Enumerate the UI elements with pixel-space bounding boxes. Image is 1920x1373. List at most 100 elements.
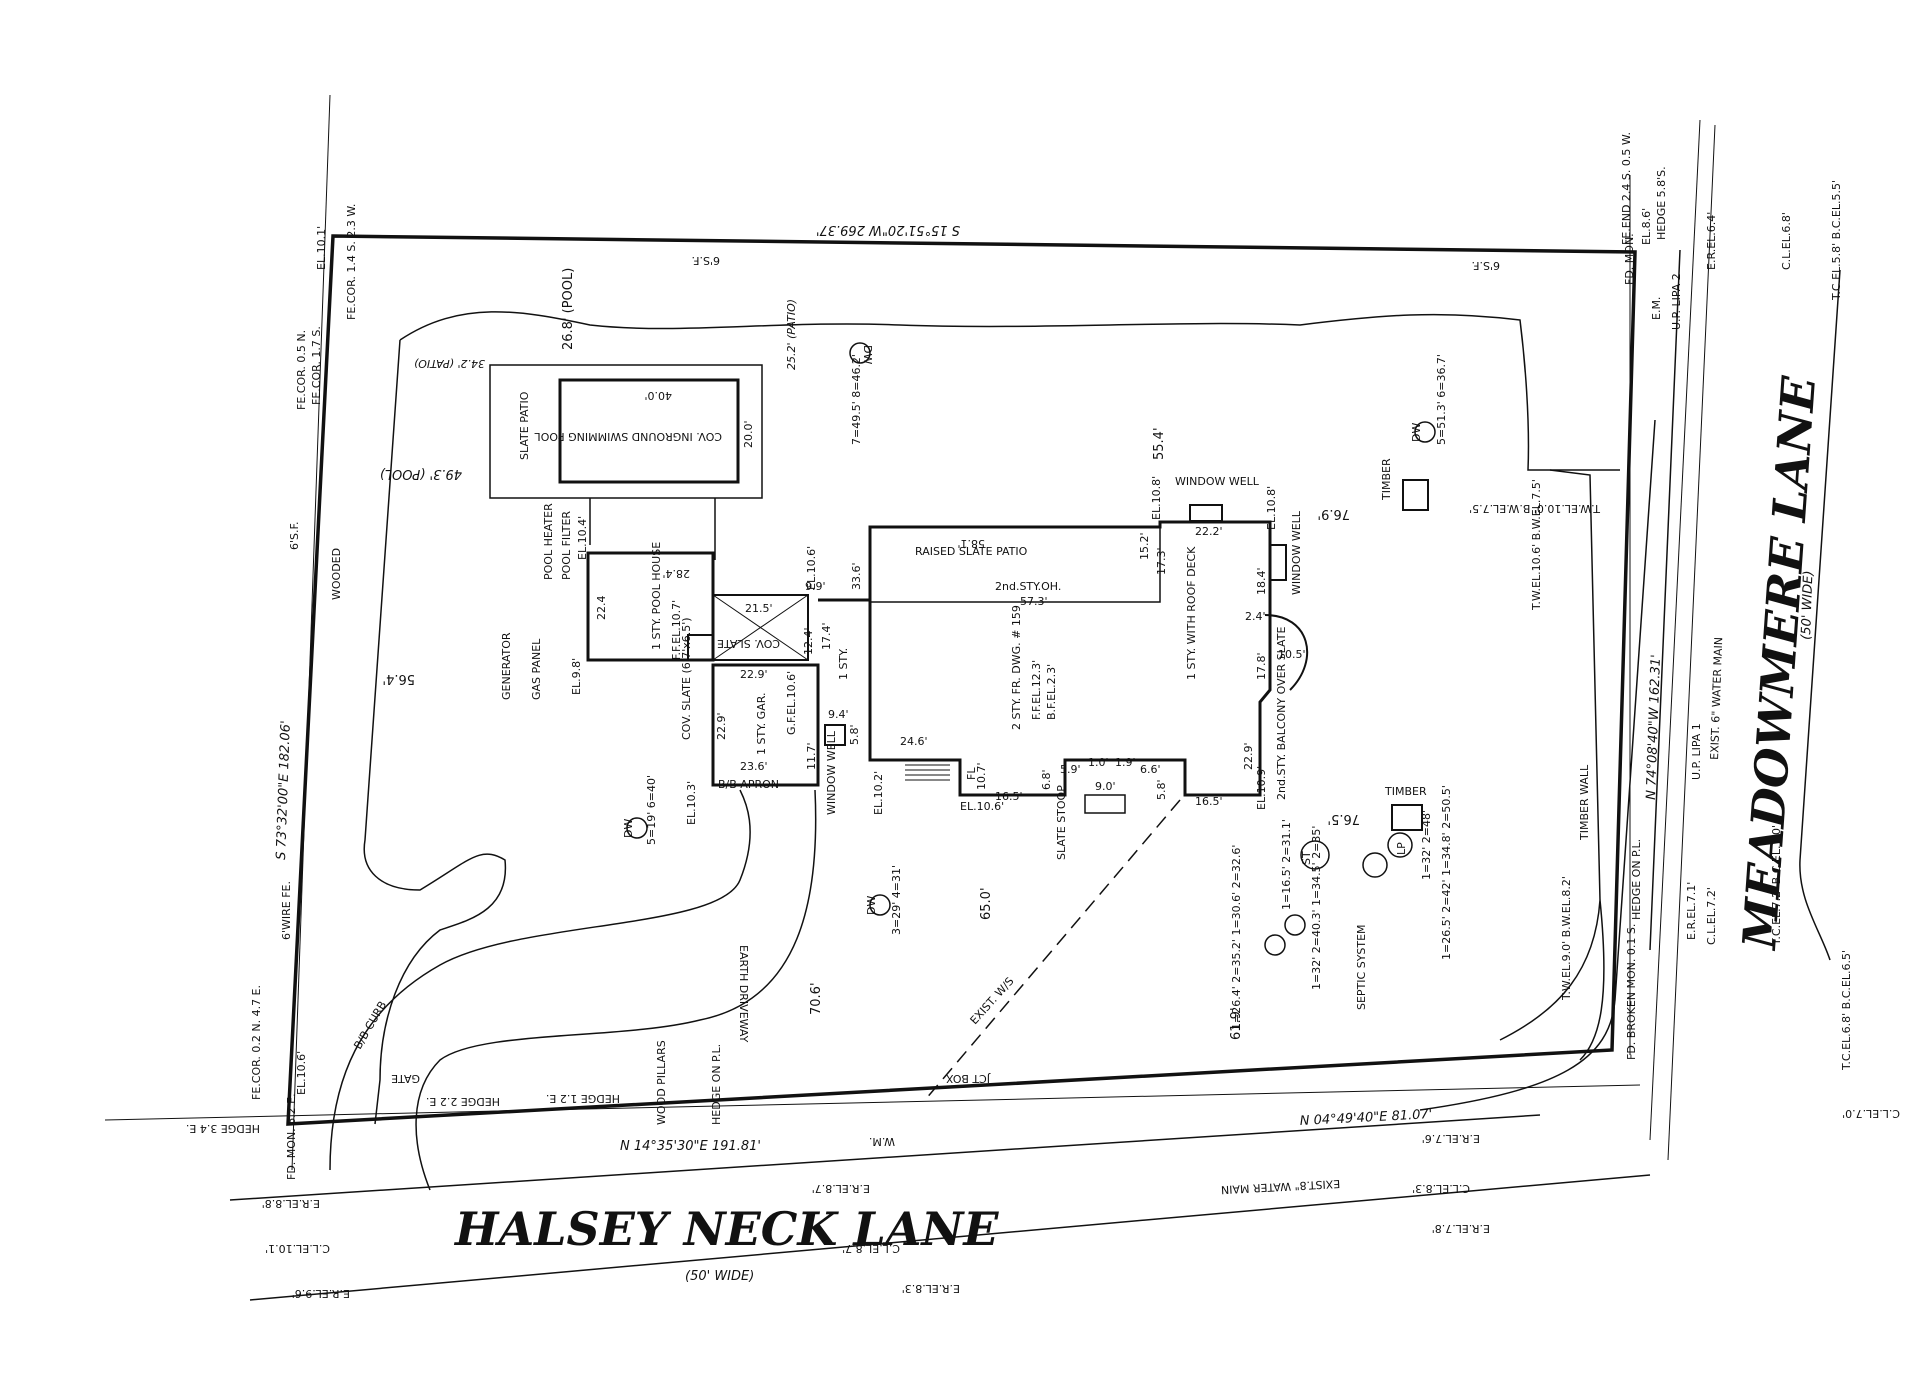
main-house-outline (818, 520, 1272, 797)
lp-vals-2: 1=32' 2=40.3' 1=34.5' 2=35' (1310, 826, 1323, 990)
garage-ff: G.F.EL.10.6' (785, 671, 798, 735)
hedge1-label: HEDGE 2.2 E. (426, 1095, 500, 1108)
window-well-sw (824, 724, 846, 746)
pool-patio-outline (489, 364, 763, 499)
road-el-cl4: C.L.EL.7.0' (1842, 1107, 1900, 1120)
dw4-vals: 5=51.3' 6=36.7' (1435, 354, 1448, 445)
bearing-west: S 73°32'00"E 182.06' (274, 720, 294, 860)
house-label: 2 STY. FR. DWG. # 159 (1010, 605, 1023, 730)
fl-label: FL (965, 767, 978, 780)
pool-house-label: 1 STY. POOL HOUSE (650, 542, 663, 650)
pool-length: 40.0' (644, 389, 672, 402)
raised-patio-label: RAISED SLATE PATIO (915, 545, 1028, 558)
overhang-label: 2nd.STY.OH. (995, 580, 1061, 593)
el-109: EL.10.9' (1255, 766, 1268, 810)
house-d107: 10.7' (975, 762, 988, 790)
wood-pillars-label: WOOD PILLARS (655, 1040, 668, 1125)
window-well-n (1189, 504, 1223, 522)
road-el-tc3: T.C.EL.6.8' B.C.EL.6.5' (1840, 950, 1853, 1071)
house-d68: 6.8' (1040, 769, 1053, 790)
roof-deck-label: 1 STY. WITH ROOF DECK (1185, 546, 1198, 680)
house-d152: 15.2' (1138, 532, 1151, 560)
garage-d229b: 22.9' (715, 712, 728, 740)
fe-end-ne: FE.END 2.4 S. 0.5 W. (1620, 132, 1633, 245)
window-well-n-label: WINDOW WELL (1175, 475, 1260, 488)
setback-a: 55.4' (1152, 427, 1167, 460)
wm-label: W.M. (869, 1135, 895, 1148)
wooded-label: WOODED (330, 548, 343, 600)
timber-wall-label: TIMBER WALL (1578, 764, 1591, 841)
road-el-tc1: T.C.EL.5.8' B.C.EL.5.5' (1830, 180, 1843, 301)
dw3-vals: 7=49.5' 8=46.2' (850, 354, 863, 445)
pool-dist-n: 26.8' (POOL) (561, 268, 576, 350)
jct-box-label: JCT BOX (946, 1072, 991, 1085)
stairs (905, 759, 950, 781)
pool-outline (558, 378, 740, 484)
house-d58: 5.8' (1155, 779, 1168, 800)
road-name-halsey: HALSEY NECK LANE (453, 1202, 999, 1256)
fe-cor-w2: FE.COR. 1.7 S. (310, 326, 323, 405)
overhang-len: 57.3' (1020, 595, 1048, 608)
house-d229: 22.9' (1242, 742, 1255, 770)
bearing-south-east: N 04°49'40"E 81.07' (1299, 1107, 1432, 1129)
setback-d: 65.0' (979, 887, 994, 920)
cov-slate: COV. SLATE (717, 637, 780, 650)
el-102: EL.10.2' (872, 771, 885, 815)
timber-box-1 (1402, 479, 1429, 511)
road-el-err5: E.R.EL.7.6' (1422, 1132, 1480, 1145)
dw4-label: DW (1410, 423, 1423, 442)
house-d173: 17.3' (1155, 547, 1168, 575)
road-el-err2: E.R.EL.9.6' (292, 1287, 350, 1300)
el-106: EL.10.6' (805, 546, 818, 590)
garage-d215: 21.5' (745, 602, 773, 615)
road-el-err6: E.R.EL.7.8' (1432, 1222, 1490, 1235)
house-d105: 10.5' (1278, 648, 1306, 661)
east-road-edge-2 (1799, 269, 1841, 961)
house-d124: 12.4' (802, 627, 815, 655)
sp-n1: 6'S.F. (691, 254, 720, 267)
fd-mon-se: FD. BROKEN MON. 0.1 S. (1625, 924, 1638, 1060)
curb-label: B/B CURB (351, 999, 389, 1052)
hedge3-label: HEDGE 3.4 E. (186, 1122, 260, 1135)
house-d19: 1.9' (1115, 756, 1136, 769)
water-service-label: EXIST. W/S (968, 975, 1017, 1027)
tw-el-2: T.W.EL.10.0' B.W.EL.7.5' (1469, 502, 1601, 515)
road-el-err7: E.R.EL.6.4' (1705, 212, 1718, 270)
balcony-label: 2nd.STY. BALCONY OVER SLATE (1275, 627, 1288, 800)
hedge2-label: HEDGE 1.2 E. (546, 1092, 620, 1105)
gas-panel-label: GAS PANEL (530, 638, 543, 700)
st-label: ST (1300, 851, 1313, 865)
wire-fence: 6'WIRE FE. (280, 881, 293, 940)
dw2-label: DW (865, 896, 878, 915)
road-el-err8: E.R.EL.7.1' (1685, 882, 1698, 940)
road-el-err4: E.R.EL.8.3' (902, 1282, 960, 1295)
house-ff: F.F.EL.12.3' (1030, 660, 1043, 720)
slate-stoop-label: SLATE STOOP (1055, 785, 1068, 860)
garage-label: 1 STY. GAR. (755, 693, 768, 755)
setback-e: 70.6' (809, 982, 824, 1015)
garage-d236: 23.6' (740, 760, 768, 773)
lp-vals-3: 1=26.5' 2=42' 1=34.8' 2=50.5' (1440, 785, 1453, 960)
gate-label: GATE (391, 1072, 420, 1085)
water-main-e-label: EXIST. 6" WATER MAIN (1708, 637, 1725, 760)
house-bf: B.F.EL.2.3' (1045, 664, 1058, 720)
east-road-edge (1419, 249, 1681, 1111)
house-d66: 6.6' (1140, 763, 1161, 776)
pool-width: 20.0' (742, 420, 755, 448)
slate-stoop-outline (1084, 794, 1126, 814)
hedge-pl2-label: HEDGE ON P.L. (1630, 839, 1643, 920)
sp-n2: 6'S.F. (1471, 259, 1500, 272)
hedge-ne-label: HEDGE 5.8'S. (1655, 166, 1668, 240)
garage-apron: B/B APRON (718, 778, 779, 791)
el-108: EL.10.8' (1150, 476, 1163, 520)
window-well-n-el: EL.10.8' (1265, 486, 1278, 530)
setback-b: 76.9' (1317, 506, 1350, 521)
pool-dist-w: 49.3' (POOL) (380, 466, 462, 481)
garage-el: EL.10.3' (685, 781, 698, 825)
house-d184: 18.4' (1255, 567, 1268, 595)
garage-d117: 11.7' (805, 742, 818, 770)
pool-filter: POOL FILTER (560, 511, 573, 580)
el-nw: EL.10.1' (315, 226, 328, 270)
water-service-line (924, 799, 1181, 1101)
